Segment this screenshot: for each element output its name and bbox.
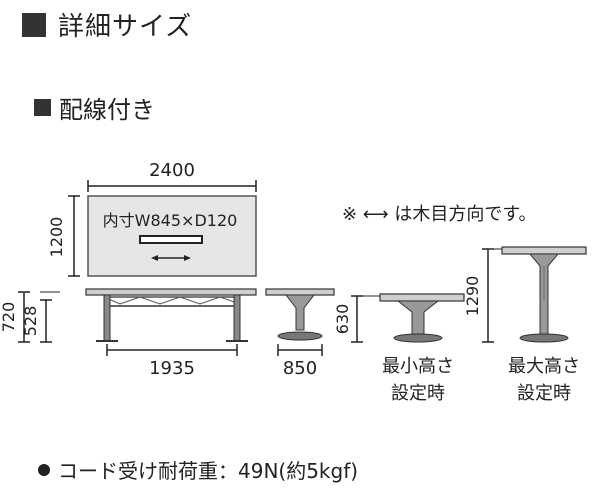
front-view: 720 528 1935 <box>0 288 257 379</box>
side-view: 850 <box>265 288 335 379</box>
depth-label: 1200 <box>47 217 66 258</box>
max-caption-line1: 最大高さ <box>508 356 580 377</box>
grain-note: ※ ⟷ は木目方向です。 <box>342 204 537 225</box>
max-height-view: 1290 最大高さ 設定時 <box>463 246 587 404</box>
min-caption-line2: 設定時 <box>391 383 445 404</box>
min-height-view: 630 最小高さ 設定時 <box>333 293 465 404</box>
cord-tray-spec: コード受け耐荷重：49N(約5kgf) <box>38 455 358 484</box>
right-leg <box>233 294 241 342</box>
subsection-heading: 配線付き <box>34 90 155 125</box>
min-caption-line1: 最小高さ <box>382 356 454 377</box>
cable-tray-slot <box>139 235 203 244</box>
heading-square-icon <box>22 12 46 37</box>
left-leg <box>103 294 111 342</box>
width-label: 2400 <box>149 160 195 181</box>
leg-span-label: 1935 <box>149 358 195 379</box>
subheading-square-icon <box>34 99 51 116</box>
max-caption-line2: 設定時 <box>517 383 571 404</box>
top-view: 2400 1200 内寸W845×D120 <box>47 160 257 277</box>
max-height-label: 1290 <box>463 276 482 317</box>
subheading-text: 配線付き <box>59 96 155 124</box>
side-width-label: 850 <box>283 358 317 379</box>
height-label: 720 <box>0 302 18 333</box>
section-heading: 詳細サイズ <box>22 6 192 43</box>
heading-text: 詳細サイズ <box>58 12 193 42</box>
tabletop-front <box>85 288 257 296</box>
min-height-label: 630 <box>333 304 352 335</box>
spec-text: コード受け耐荷重：49N(約5kgf) <box>58 459 359 483</box>
inner-height-label: 528 <box>21 306 40 337</box>
bullet-icon <box>38 463 50 476</box>
inner-size-label: 内寸W845×D120 <box>103 211 238 230</box>
